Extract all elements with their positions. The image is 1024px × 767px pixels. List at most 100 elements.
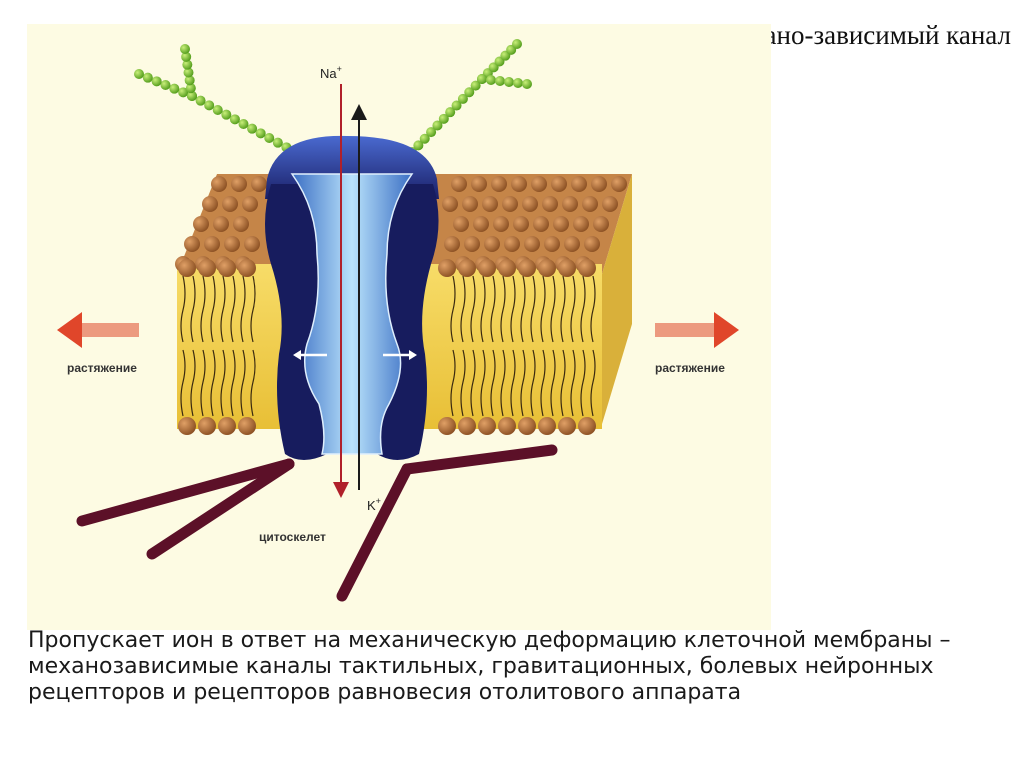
lipid-head [244, 236, 260, 252]
lipid-tails [180, 275, 596, 417]
glycan-bead [169, 83, 180, 94]
glycan-bead [419, 133, 430, 144]
glycan-bead [238, 119, 249, 129]
glycan-chains [134, 39, 532, 157]
lipid-head [231, 176, 247, 192]
lipid-head [578, 259, 596, 277]
lipid-tail [250, 349, 256, 417]
lipid-head [593, 216, 609, 232]
membrane-side-face [602, 174, 632, 424]
lipid-head [222, 196, 238, 212]
lipid-head [544, 236, 560, 252]
lipid-tail [510, 275, 516, 343]
lipid-head [451, 176, 467, 192]
glycan-bead [504, 77, 514, 87]
lipid-head [538, 259, 556, 277]
lipid-head [564, 236, 580, 252]
lipid-head [484, 236, 500, 252]
stretch-label-right: растяжение [655, 361, 725, 375]
glycan-bead [221, 109, 232, 120]
glycan-bead [181, 51, 192, 62]
lipid-tail [580, 275, 586, 343]
lipid-head [493, 216, 509, 232]
glycan-bead [464, 87, 475, 98]
lipid-head [251, 176, 267, 192]
lipid-head [211, 176, 227, 192]
lipid-head [204, 236, 220, 252]
glycan-bead [187, 91, 197, 101]
lipid-head [458, 417, 476, 435]
lipid-head [218, 417, 236, 435]
cytoskeleton-label: цитоскелет [259, 530, 326, 544]
lipid-head [198, 417, 216, 435]
lipid-head [582, 196, 598, 212]
cytoskeleton-fiber [336, 463, 413, 602]
lipid-head [482, 196, 498, 212]
lipid-tail [210, 275, 216, 343]
glycan-bead [247, 123, 258, 134]
lipid-tail [220, 275, 226, 343]
lipid-head [218, 259, 236, 277]
lipid-head [178, 417, 196, 435]
lipid-tail [530, 349, 536, 417]
glycan-bead [477, 74, 487, 84]
lipid-tail [230, 275, 236, 343]
glycan-bead [512, 39, 522, 49]
lipid-tail [490, 349, 496, 417]
lipid-head [238, 259, 256, 277]
lipid-tail [570, 275, 576, 343]
lipid-head [518, 259, 536, 277]
lipid-head [184, 236, 200, 252]
lipid-tail [450, 275, 456, 343]
lipid-head [242, 196, 258, 212]
glycan-bead [413, 140, 424, 151]
lipid-head [438, 417, 456, 435]
lipid-tail [560, 275, 566, 343]
channel-pore [290, 173, 414, 455]
stretch-arrow-left-icon [57, 312, 139, 348]
lipid-head [224, 236, 240, 252]
glycan-bead [432, 120, 443, 131]
glycan-bead [195, 95, 206, 106]
lipid-head [471, 176, 487, 192]
lipid-head [498, 417, 516, 435]
lipid-head [513, 216, 529, 232]
glycan-bead [134, 69, 144, 79]
lipid-head [444, 236, 460, 252]
lipid-head [478, 417, 496, 435]
glycan-bead [445, 107, 456, 118]
lipid-head [562, 196, 578, 212]
lipid-head [578, 417, 596, 435]
lipid-head [511, 176, 527, 192]
lipid-head [193, 216, 209, 232]
glycan-bead [184, 75, 195, 86]
lipid-tail [180, 349, 186, 417]
lipid-head [518, 417, 536, 435]
lipid-tail [450, 349, 456, 417]
lipid-tail [580, 349, 586, 417]
lipid-head [551, 176, 567, 192]
lipid-tail [190, 349, 196, 417]
lipid-head [538, 417, 556, 435]
lipid-tail [590, 349, 596, 417]
lipid-head [453, 216, 469, 232]
glycan-bead [212, 105, 223, 115]
glycan-bead [229, 114, 240, 125]
lipid-head [442, 196, 458, 212]
glycan-bead [151, 76, 162, 87]
lipid-head [558, 417, 576, 435]
lipid-heads [175, 176, 627, 435]
glycan-bead [160, 80, 171, 90]
lipid-head [178, 259, 196, 277]
glycan-bead [513, 78, 523, 88]
lipid-tail [220, 349, 226, 417]
cytoskeleton-fiber [146, 458, 295, 560]
lipid-tail [540, 275, 546, 343]
lipid-head [571, 176, 587, 192]
cytoskeleton-fibers [76, 444, 558, 602]
lipid-head [531, 176, 547, 192]
lipid-tail [590, 275, 596, 343]
lipid-head [213, 216, 229, 232]
lipid-head [504, 236, 520, 252]
lipid-tail [520, 275, 526, 343]
